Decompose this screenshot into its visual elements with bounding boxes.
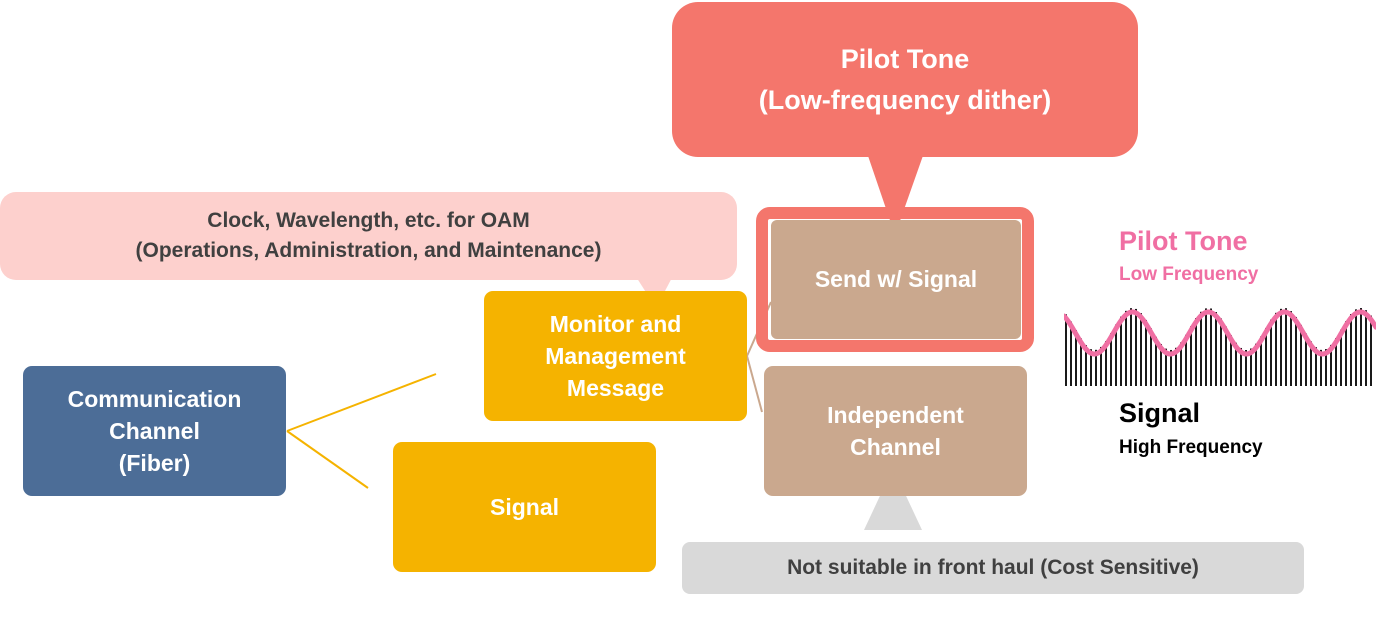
signal-box-label: Signal	[489, 493, 559, 520]
pilot-tone-waveform-icon	[1064, 308, 1376, 386]
send-with-signal-label: Send w/ Signal	[814, 266, 978, 292]
communication-channel-box: Communication Channel (Fiber)	[23, 366, 286, 496]
independent-channel-box: Independent Channel	[764, 366, 1027, 496]
independent-line1: Independent	[827, 402, 964, 428]
connector-to-signal	[286, 430, 369, 489]
monitor-management-message-box: Monitor and Management Message	[484, 291, 747, 421]
monitor-line1: Monitor and	[549, 311, 682, 337]
waveform-envelope	[1064, 309, 1376, 357]
cost-callout-pointer	[864, 468, 922, 530]
send-with-signal-box: Send w/ Signal	[771, 220, 1021, 339]
connector-to-monitor	[286, 373, 437, 432]
legend-signal-title: Signal	[1119, 398, 1201, 428]
pilot-callout-line1: Pilot Tone	[840, 43, 970, 74]
oam-callout-pointer	[633, 272, 675, 308]
monitor-line3: Message	[566, 375, 665, 401]
cost-note-label: Not suitable in front haul (Cost Sensiti…	[787, 556, 1199, 579]
pilot-callout-line2: (Low-frequency dither)	[758, 84, 1052, 115]
comm-channel-line1: Communication	[67, 386, 242, 412]
pilot-callout-pointer	[866, 150, 925, 235]
cost-sensitive-note: Not suitable in front haul (Cost Sensiti…	[682, 542, 1304, 594]
legend-signal-subtitle: High Frequency	[1119, 437, 1263, 458]
oam-callout-line2: (Operations, Administration, and Mainten…	[135, 239, 602, 262]
oam-callout: Clock, Wavelength, etc. for OAM (Operati…	[0, 192, 737, 280]
comm-channel-line2: Channel	[109, 418, 200, 444]
oam-callout-line1: Clock, Wavelength, etc. for OAM	[207, 209, 530, 232]
monitor-line2: Management	[545, 343, 686, 369]
signal-box: Signal	[393, 442, 656, 572]
legend-pilot-tone-subtitle: Low Frequency	[1119, 264, 1259, 285]
legend-pilot-tone-title: Pilot Tone	[1119, 226, 1248, 256]
connector-to-independent	[746, 355, 763, 413]
comm-channel-line3: (Fiber)	[118, 450, 191, 476]
independent-line2: Channel	[850, 434, 941, 460]
pilot-tone-callout: Pilot Tone (Low-frequency dither)	[672, 2, 1138, 157]
send-with-signal-highlight	[756, 207, 1034, 352]
